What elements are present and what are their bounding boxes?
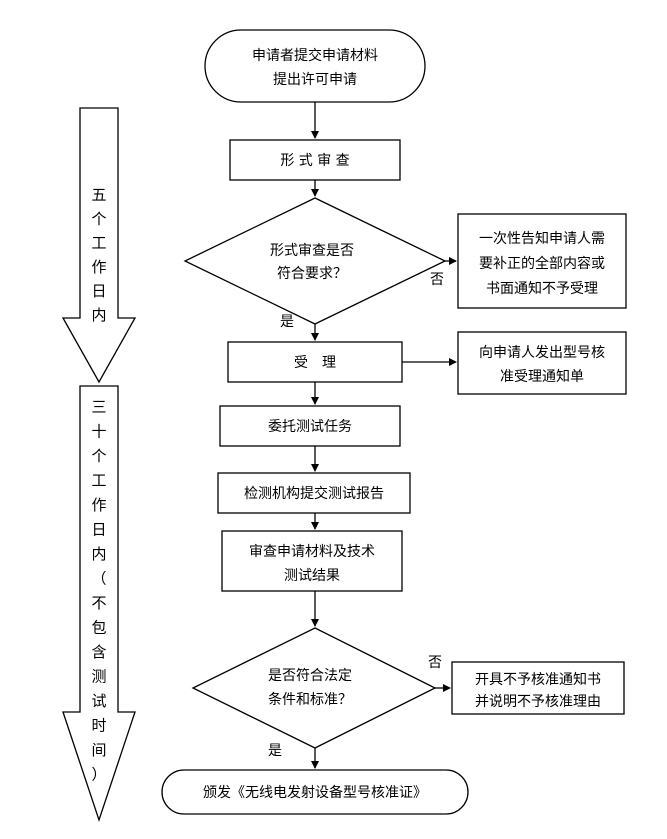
side-arrow-char: 三: [91, 398, 106, 416]
notify-box: 一次性告知申请人需 要补正的全部内容或 书面通知不予受理: [457, 213, 627, 309]
accept-notice-line1: 向申请人发出型号核: [479, 345, 605, 361]
reject-line1: 开具不予核准通知书: [475, 671, 601, 688]
commission-box: 委托测试任务: [219, 405, 401, 447]
side-arrow-char: 内: [91, 545, 106, 563]
decision1-no-label: 否: [430, 272, 444, 288]
side-arrow-char: 作: [91, 258, 106, 276]
side-arrow-char: 十: [91, 423, 106, 441]
decision2-line2: 条件和标准？: [268, 691, 352, 708]
notify-line3: 书面通知不予受理: [486, 280, 598, 297]
test-report-label: 检测机构提交测试报告: [244, 485, 384, 502]
decision2-line1: 是否符合法定: [268, 668, 352, 684]
decision1-diamond: 形式审查是否 符合要求？: [183, 197, 447, 325]
accept-label: 受 理: [294, 355, 336, 371]
decision2-yes-label: 是: [268, 743, 282, 759]
side-arrow-char: 含: [91, 643, 106, 661]
technical-review-line1: 审查申请材料及技术: [249, 544, 375, 560]
side-arrow-char: 个: [91, 210, 106, 228]
decision1-yes-label: 是: [280, 314, 294, 330]
test-report-box: 检测机构提交测试报告: [217, 472, 411, 514]
side-arrow-char: 日: [91, 282, 106, 300]
side-arrow-char: （: [91, 570, 106, 588]
reject-box: 开具不予核准通知书 并说明不予核准理由: [451, 661, 625, 715]
side-arrow-char: ）: [91, 766, 106, 784]
side-arrow-char: 作: [91, 496, 106, 514]
side-arrow-char: 间: [91, 741, 106, 759]
side-arrow-char: 包: [91, 619, 106, 637]
technical-review-box: 审查申请材料及技术 测试结果: [221, 530, 403, 592]
accept-box: 受 理: [227, 341, 403, 383]
notify-line1: 一次性告知申请人需: [479, 230, 605, 247]
side-arrow-char: 工: [91, 234, 106, 252]
end-label: 颁发《无线电发射设备型号核准证》: [203, 784, 427, 801]
side-arrow-char: 试: [91, 692, 106, 710]
start-line1: 申请者提交申请材料: [252, 47, 378, 64]
decision2-diamond: 是否符合法定 条件和标准？: [191, 627, 437, 749]
reject-line2: 并说明不予核准理由: [475, 694, 601, 710]
technical-review-line2: 测试结果: [284, 568, 340, 584]
notify-line2: 要补正的全部内容或: [479, 255, 605, 272]
start-node: 申请者提交申请材料 提出许可申请: [204, 29, 426, 103]
side-arrow-char: 不: [91, 594, 106, 612]
decision2-no-label: 否: [428, 655, 442, 671]
decision1-line1: 形式审查是否: [270, 243, 354, 259]
formal-review-box: 形 式 审 查: [229, 139, 401, 181]
side-arrow-char: 时: [91, 717, 106, 735]
side-arrow-char: 个: [91, 447, 106, 465]
commission-label: 委托测试任务: [268, 419, 352, 435]
accept-notice-box: 向申请人发出型号核 准受理通知单: [457, 331, 627, 395]
end-node: 颁发《无线电发射设备型号核准证》: [161, 769, 469, 815]
side-arrow-char: 测: [91, 668, 106, 686]
side-arrow-char: 内: [91, 306, 106, 324]
decision1-line2: 符合要求？: [277, 266, 347, 282]
side-arrow-char: 工: [91, 472, 106, 490]
accept-notice-line2: 准受理通知单: [500, 368, 584, 385]
formal-review-label: 形 式 审 查: [280, 153, 349, 169]
side-arrow-char: 日: [91, 521, 106, 539]
side-arrow-char: 五: [91, 186, 106, 204]
start-line2: 提出许可申请: [273, 72, 357, 88]
